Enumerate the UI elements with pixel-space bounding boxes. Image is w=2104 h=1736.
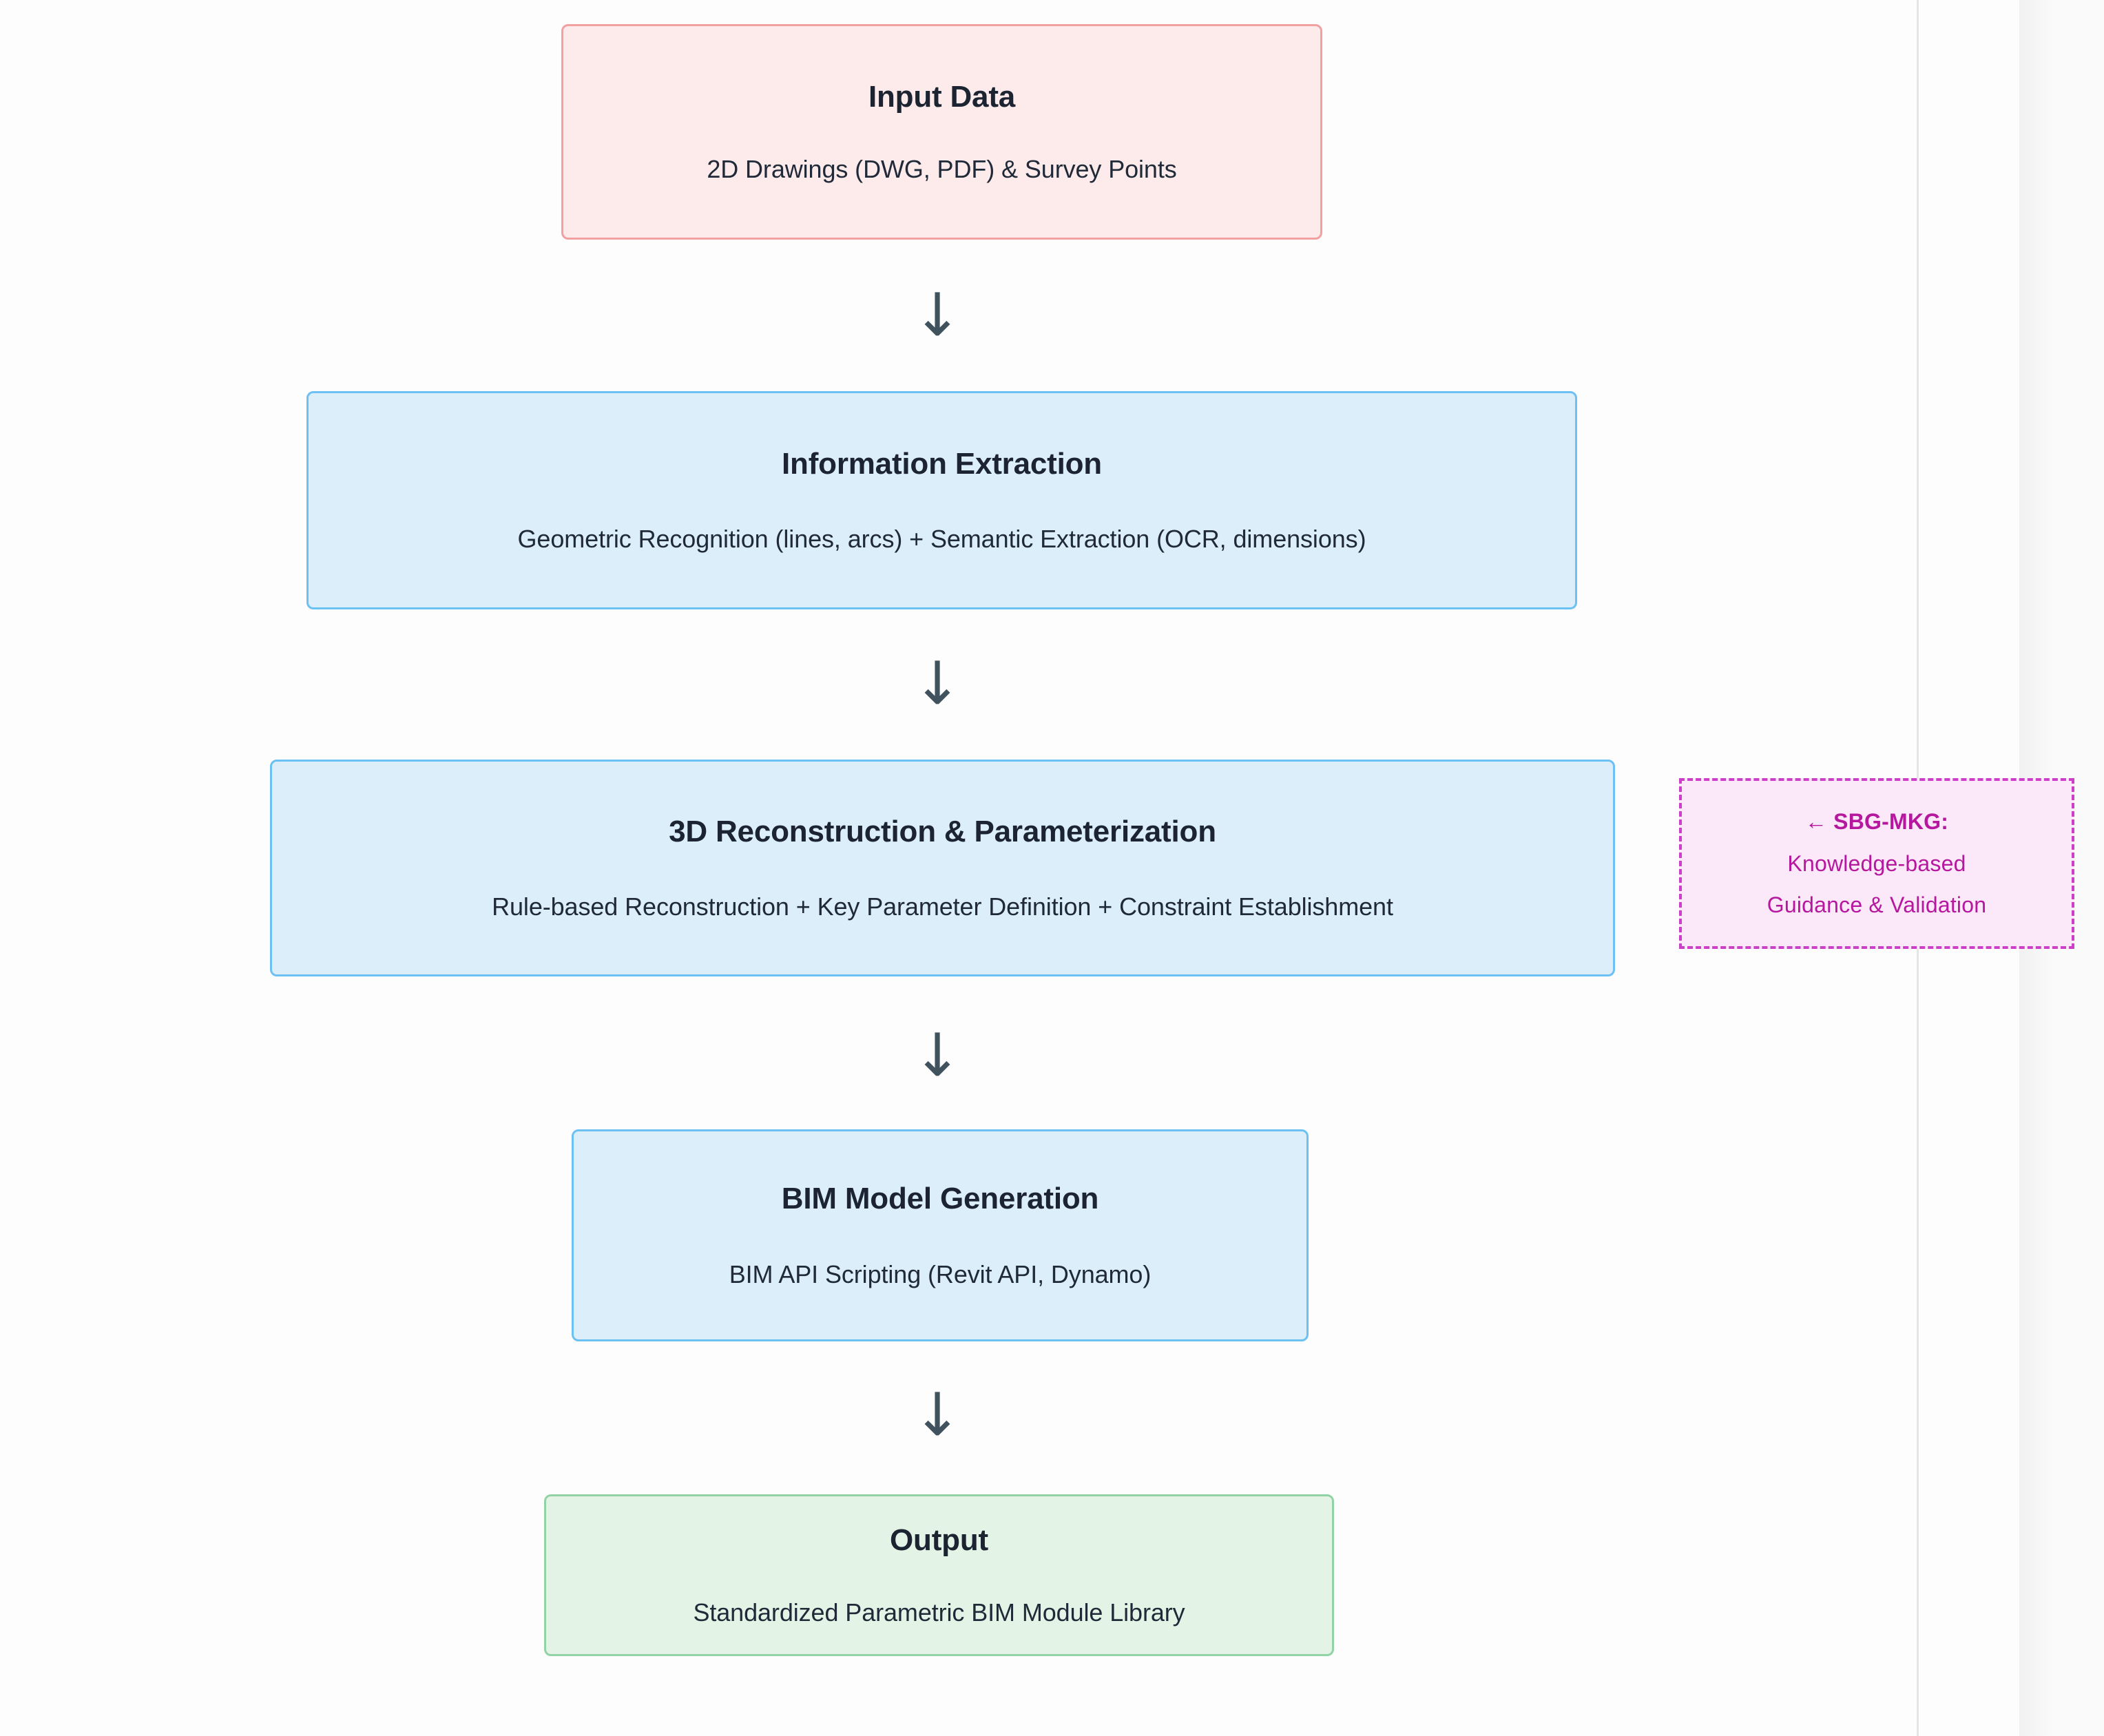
annotation-line-3: Guidance & Validation xyxy=(1767,892,1987,918)
arrow-down-icon: ↓ xyxy=(913,1021,963,1090)
node-subtitle: 2D Drawings (DWG, PDF) & Survey Points xyxy=(707,155,1177,184)
node-subtitle: Geometric Recognition (lines, arcs) + Se… xyxy=(517,525,1366,554)
annotation-sbg-mkg[interactable]: ← SBG-MKG: Knowledge-based Guidance & Va… xyxy=(1679,778,2074,949)
node-title: BIM Model Generation xyxy=(781,1182,1099,1216)
flow-node-input-data[interactable]: Input Data 2D Drawings (DWG, PDF) & Surv… xyxy=(561,24,1322,240)
node-title: 3D Reconstruction & Parameterization xyxy=(669,814,1216,848)
node-subtitle: Rule-based Reconstruction + Key Paramete… xyxy=(492,892,1393,921)
node-title: Output xyxy=(890,1523,988,1557)
annotation-line-2: Knowledge-based xyxy=(1787,850,1966,876)
node-title: Information Extraction xyxy=(782,446,1102,481)
flow-node-reconstruction-parameterization[interactable]: 3D Reconstruction & Parameterization Rul… xyxy=(270,760,1615,976)
arrow-down-icon: ↓ xyxy=(913,1381,963,1450)
node-subtitle: BIM API Scripting (Revit API, Dynamo) xyxy=(729,1259,1152,1288)
node-title: Input Data xyxy=(868,79,1016,114)
node-subtitle: Standardized Parametric BIM Module Libra… xyxy=(693,1598,1185,1627)
annotation-line-1: ← SBG-MKG: xyxy=(1804,808,1949,834)
flow-node-bim-model-generation[interactable]: BIM Model Generation BIM API Scripting (… xyxy=(572,1129,1309,1341)
flow-node-output[interactable]: Output Standardized Parametric BIM Modul… xyxy=(544,1494,1334,1656)
arrow-down-icon: ↓ xyxy=(913,649,963,718)
arrow-down-icon: ↓ xyxy=(913,281,963,350)
flow-node-information-extraction[interactable]: Information Extraction Geometric Recogni… xyxy=(306,391,1577,609)
